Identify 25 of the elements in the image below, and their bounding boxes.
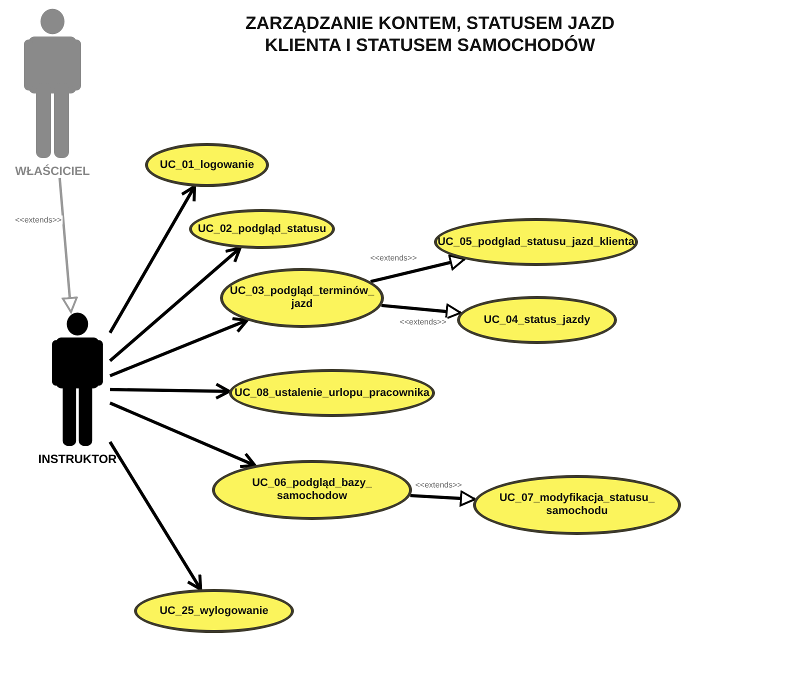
use-case-ellipse: UC_02_podgląd_statusu (189, 209, 335, 249)
diagram-title: ZARZĄDZANIE KONTEM, STATUSEM JAZD KLIENTA I STATUSEM SAMOCHODÓW (244, 12, 616, 56)
use-case-ellipse: UC_06_podgląd_bazy_ samochodow (212, 460, 412, 520)
use-case-ellipse: UC_05_podglad_statusu_jazd_klienta (434, 218, 638, 266)
edge-label: <<extends>> (414, 480, 463, 490)
arrow (110, 382, 231, 400)
edge-label: <<extends>> (398, 318, 448, 327)
actor-label: INSTRUKTOR (38, 452, 117, 466)
arrow (109, 317, 249, 378)
use-case-ellipse: UC_07_modyfikacja_statusu_ samochodu (473, 475, 681, 535)
edge-label: <<extends>> (369, 254, 418, 263)
arrow (109, 402, 256, 468)
arrow (58, 178, 78, 313)
use-case-ellipse: UC_01_logowanie (145, 143, 269, 187)
arrow (410, 490, 476, 506)
arrow (108, 246, 242, 362)
edge-label: <<extends>> (14, 216, 63, 224)
use-case-ellipse: UC_25_wylogowanie (134, 589, 294, 633)
arrow (108, 185, 196, 334)
use-case-ellipse: UC_04_status_jazdy (457, 296, 617, 344)
arrow (108, 441, 202, 591)
use-case-ellipse: UC_03_podgląd_terminów_ jazd (220, 268, 384, 328)
arrow (370, 254, 466, 284)
actor-label: WŁAŚCICIEL (15, 164, 90, 178)
use-case-ellipse: UC_08_ustalenie_urlopu_pracownika (229, 369, 435, 417)
